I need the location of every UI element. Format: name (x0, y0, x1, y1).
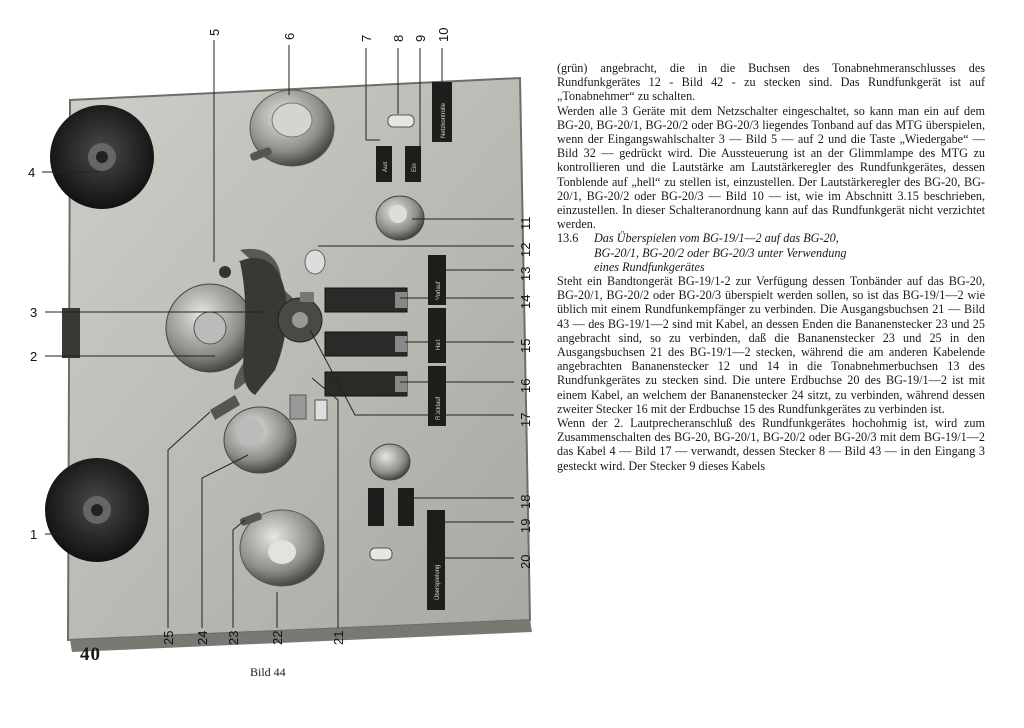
label-vorlauf: Vorlauf (436, 281, 442, 300)
callout-9: 9 (413, 35, 428, 42)
section-number: 13.6 (557, 231, 579, 246)
bottom-reel (45, 458, 149, 562)
callout-22: 22 (270, 631, 285, 645)
paragraph-1: (grün) angebracht, die in die Buchsen de… (557, 61, 985, 104)
callout-15: 15 (518, 339, 533, 353)
right-knob-lower (369, 443, 411, 481)
callout-21: 21 (331, 631, 346, 645)
callout-3: 3 (30, 305, 37, 320)
callout-25: 25 (161, 631, 176, 645)
lower-assembly (210, 394, 328, 474)
tape-recorder-figure: Netzkontrolle Aus Ein Vorlauf Halt Rückl… (28, 28, 533, 652)
callout-16: 16 (518, 379, 533, 393)
top-knob (249, 89, 335, 167)
label-strips (368, 82, 452, 610)
label-halt: Halt (436, 339, 442, 350)
callout-5: 5 (207, 29, 222, 36)
label-ueberspielung: Überspielung (434, 565, 441, 600)
label-aus: Aus (383, 162, 389, 172)
section-title-line-1: Das Überspielen vom BG-19/1—2 auf das BG… (594, 231, 839, 246)
bottom-knob (239, 509, 325, 587)
callout-11: 11 (518, 217, 533, 231)
callout-17: 17 (518, 413, 533, 427)
section-title-line-2: BG-20/1, BG-20/2 oder BG-20/3 unter Verw… (594, 245, 847, 260)
callout-numbers: 5 6 7 8 9 10 4 3 2 1 11 12 13 14 15 16 1… (28, 28, 533, 645)
callout-24: 24 (195, 631, 210, 645)
top-reel (50, 105, 154, 209)
callout-20: 20 (518, 555, 533, 569)
right-knob-upper (375, 195, 425, 241)
left-page: Netzkontrolle Aus Ein Vorlauf Halt Rückl… (28, 28, 533, 679)
callout-13: 13 (518, 267, 533, 281)
section-heading: 13.6 Das Überspielen vom BG-19/1—2 auf d… (557, 231, 985, 274)
callout-6: 6 (282, 33, 297, 40)
callout-14: 14 (518, 295, 533, 309)
piano-keys (324, 287, 408, 397)
section-title-line-3: eines Rundfunkgerätes (594, 259, 705, 274)
callout-10: 10 (436, 28, 451, 42)
callout-18: 18 (518, 495, 533, 509)
paragraph-2: Werden alle 3 Geräte mit dem Netzschalte… (557, 103, 985, 232)
callout-2: 2 (30, 349, 37, 364)
callout-8: 8 (391, 35, 406, 42)
section-title: Das Überspielen vom BG-19/1—2 auf das BG… (594, 231, 985, 274)
label-ein: Ein (412, 163, 418, 172)
callout-23: 23 (226, 631, 241, 645)
figure-caption: Bild 44 (250, 665, 286, 679)
callout-4: 4 (28, 165, 35, 180)
callout-7: 7 (359, 35, 374, 42)
page-number: 40 (80, 644, 101, 665)
paragraph-4: Wenn der 2. Lautprecheranschluß des Rund… (557, 416, 985, 473)
label-netzkontrolle: Netzkontrolle (441, 102, 447, 138)
head-assembly (62, 248, 326, 395)
label-ruecklauf: Rücklauf (436, 396, 442, 420)
paragraph-3: Steht ein Bandtongerät BG-19/1-2 zur Ver… (557, 274, 985, 416)
leader-lines (42, 40, 514, 628)
callout-12: 12 (518, 243, 533, 257)
right-page-text: (grün) angebracht, die in die Buchsen de… (557, 61, 985, 473)
callout-19: 19 (518, 519, 533, 533)
callout-1: 1 (30, 527, 37, 542)
